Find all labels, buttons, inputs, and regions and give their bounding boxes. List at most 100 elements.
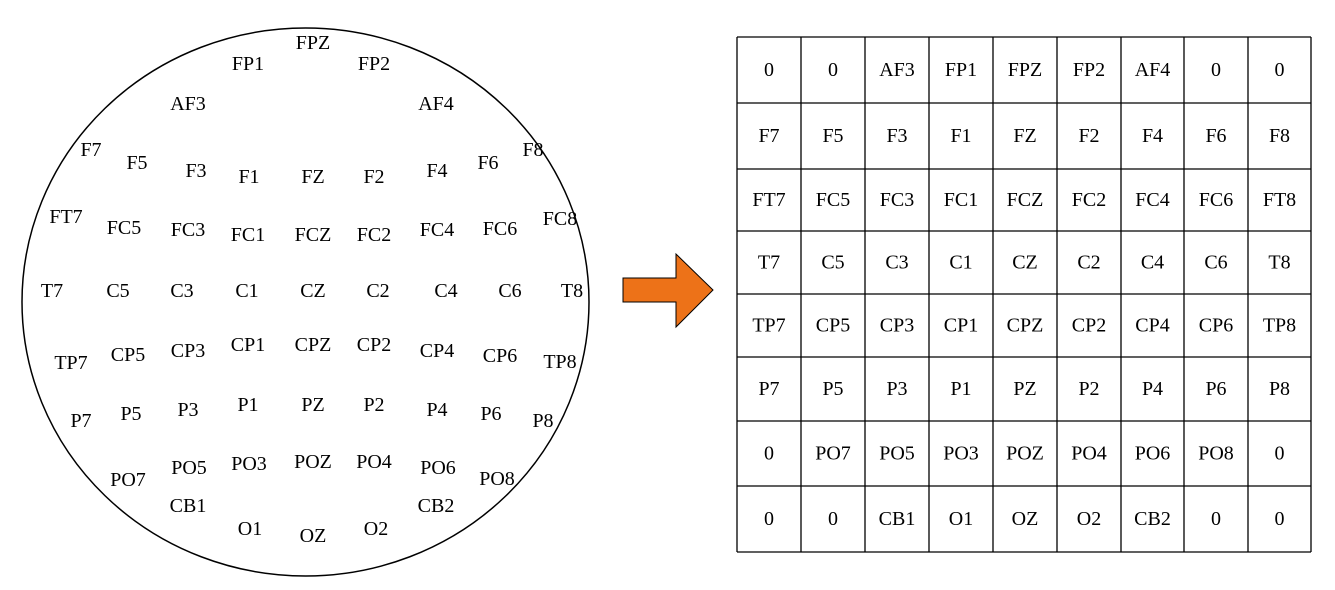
electrode-label-c5: C5: [106, 280, 129, 302]
scalp-outline: [21, 27, 590, 577]
electrode-label-po8: PO8: [479, 468, 515, 490]
grid-cell-r7-c8: 0: [1275, 508, 1285, 530]
grid-cell-r0-c7: 0: [1211, 59, 1221, 81]
grid-cell-r1-c5: F2: [1078, 125, 1099, 147]
grid-cell-r6-c8: 0: [1275, 443, 1285, 465]
electrode-label-cp2: CP2: [357, 334, 391, 356]
electrode-label-p5: P5: [120, 403, 141, 425]
grid-cell-r2-c3: FC1: [944, 189, 978, 211]
electrode-label-p1: P1: [237, 394, 258, 416]
electrode-label-c2: C2: [366, 280, 389, 302]
grid-cell-r5-c8: P8: [1269, 378, 1290, 400]
grid-cell-r3-c8: T8: [1268, 252, 1290, 274]
grid-cell-r0-c2: AF3: [879, 59, 915, 81]
grid-cell-r7-c2: CB1: [879, 508, 916, 530]
electrode-label-pz: PZ: [301, 394, 324, 416]
electrode-label-cpz: CPZ: [295, 334, 332, 356]
electrode-label-c1: C1: [235, 280, 258, 302]
grid-cell-r1-c6: F4: [1142, 125, 1163, 147]
electrode-label-p7: P7: [70, 410, 91, 432]
grid-cell-r2-c7: FC6: [1199, 189, 1233, 211]
electrode-label-fp1: FP1: [232, 53, 264, 75]
grid-cell-r0-c0: 0: [764, 59, 774, 81]
grid-cell-r5-c3: P1: [950, 378, 971, 400]
grid-cell-r5-c7: P6: [1205, 378, 1226, 400]
electrode-label-t7: T7: [41, 280, 63, 302]
electrode-label-f1: F1: [238, 166, 259, 188]
grid-cell-r6-c1: PO7: [815, 443, 851, 465]
electrode-label-cp3: CP3: [171, 340, 205, 362]
electrode-label-f4: F4: [426, 160, 447, 182]
electrode-label-o2: O2: [364, 518, 388, 540]
electrode-label-cb2: CB2: [418, 495, 455, 517]
electrode-label-f7: F7: [80, 139, 101, 161]
electrode-label-tp8: TP8: [543, 351, 576, 373]
grid-cell-r3-c5: C2: [1077, 252, 1100, 274]
grid-cell-r6-c6: PO6: [1135, 443, 1171, 465]
electrode-label-p2: P2: [363, 394, 384, 416]
grid-cell-r2-c8: FT8: [1263, 189, 1296, 211]
grid-cell-r3-c0: T7: [758, 252, 780, 274]
electrode-label-fp2: FP2: [358, 53, 390, 75]
grid-cell-r1-c0: F7: [758, 125, 779, 147]
grid-cell-r2-c0: FT7: [752, 189, 785, 211]
electrode-label-fc4: FC4: [420, 219, 454, 241]
electrode-label-po4: PO4: [356, 451, 392, 473]
grid-cell-r3-c2: C3: [885, 252, 908, 274]
grid-cell-r2-c5: FC2: [1072, 189, 1106, 211]
grid-lines: [736, 36, 1312, 553]
grid-cell-r0-c4: FPZ: [1008, 59, 1042, 81]
electrode-label-c4: C4: [434, 280, 457, 302]
grid-cell-r5-c2: P3: [886, 378, 907, 400]
electrode-label-cp6: CP6: [483, 345, 517, 367]
grid-cell-r4-c4: CPZ: [1007, 315, 1044, 337]
grid-cell-r7-c3: O1: [949, 508, 973, 530]
grid-cell-r7-c5: O2: [1077, 508, 1101, 530]
grid-cell-r0-c3: FP1: [945, 59, 977, 81]
electrode-label-po5: PO5: [171, 457, 207, 479]
electrode-label-fpz: FPZ: [296, 32, 330, 54]
grid-cell-r7-c4: OZ: [1012, 508, 1039, 530]
grid-cell-r3-c7: C6: [1204, 252, 1227, 274]
grid-cell-r0-c1: 0: [828, 59, 838, 81]
grid-cell-r6-c5: PO4: [1071, 443, 1107, 465]
electrode-label-fc5: FC5: [107, 217, 141, 239]
grid-cell-r4-c0: TP7: [752, 315, 785, 337]
grid-cell-r5-c5: P2: [1078, 378, 1099, 400]
electrode-label-po3: PO3: [231, 453, 267, 475]
electrode-label-cp1: CP1: [231, 334, 265, 356]
grid-cell-r1-c2: F3: [886, 125, 907, 147]
grid-cell-r3-c3: C1: [949, 252, 972, 274]
grid-cell-r2-c4: FCZ: [1007, 189, 1044, 211]
electrode-label-fc8: FC8: [543, 208, 577, 230]
electrode-label-fc3: FC3: [171, 219, 205, 241]
grid-cell-r6-c7: PO8: [1198, 443, 1234, 465]
grid-cell-r6-c3: PO3: [943, 443, 979, 465]
electrode-label-cp4: CP4: [420, 340, 454, 362]
grid-cell-r4-c1: CP5: [816, 315, 850, 337]
electrode-label-f8: F8: [522, 139, 543, 161]
electrode-label-fc1: FC1: [231, 224, 265, 246]
grid-cell-r6-c0: 0: [764, 443, 774, 465]
electrode-label-p6: P6: [480, 403, 501, 425]
mapping-arrow-icon: [622, 252, 714, 329]
electrode-label-fc2: FC2: [357, 224, 391, 246]
electrode-label-p3: P3: [177, 399, 198, 421]
grid-cell-r4-c7: CP6: [1199, 315, 1233, 337]
grid-cell-r4-c3: CP1: [944, 315, 978, 337]
grid-cell-r5-c6: P4: [1142, 378, 1163, 400]
grid-cell-r0-c8: 0: [1275, 59, 1285, 81]
grid-cell-r3-c1: C5: [821, 252, 844, 274]
electrode-label-fc6: FC6: [483, 218, 517, 240]
grid-cell-r1-c4: FZ: [1013, 125, 1036, 147]
electrode-label-af4: AF4: [418, 93, 454, 115]
electrode-label-po6: PO6: [420, 457, 456, 479]
electrode-label-cb1: CB1: [170, 495, 207, 517]
electrode-label-c3: C3: [170, 280, 193, 302]
grid-cell-r5-c1: P5: [822, 378, 843, 400]
electrode-label-fcz: FCZ: [295, 224, 332, 246]
